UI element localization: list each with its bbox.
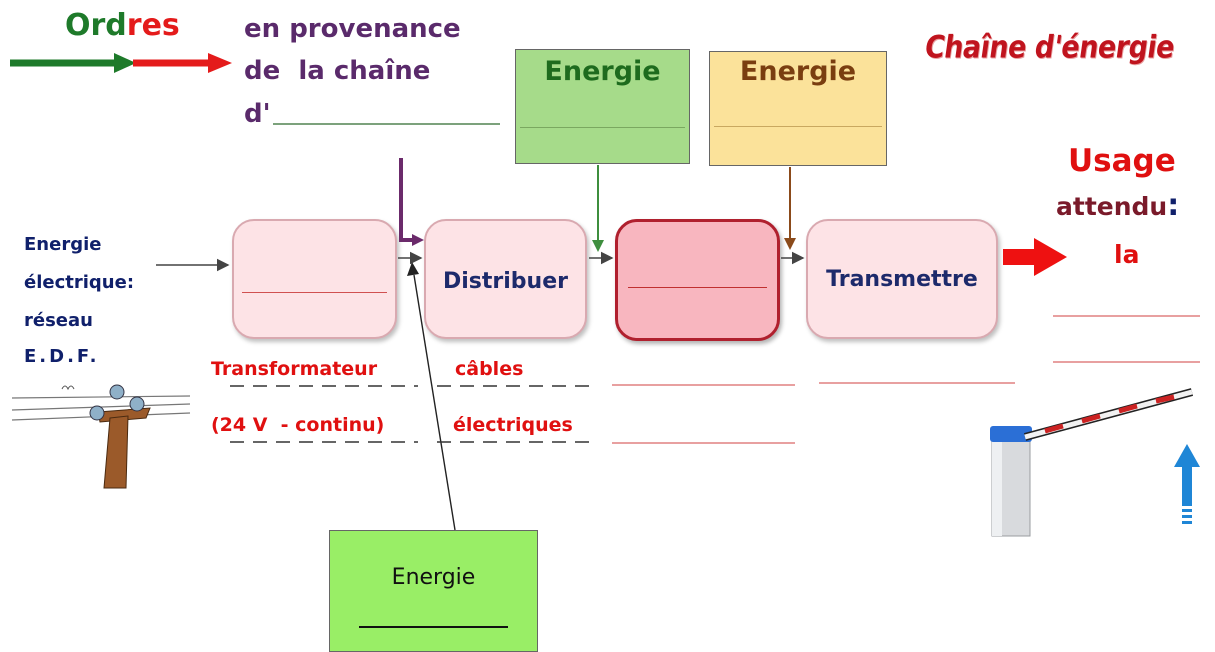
stage-distribuer: Distribuer — [424, 219, 587, 339]
stage-3-blank — [628, 287, 767, 288]
provenance-line1: en provenance — [244, 14, 461, 44]
electric-pole-icon — [11, 384, 191, 489]
input-energy-line4: E.D.F. — [24, 346, 100, 367]
energy-box-bottom-green-title: Energie — [391, 565, 476, 590]
energy-box-top-yellow-title: Energie — [739, 56, 857, 87]
stage-alimenter — [232, 219, 397, 339]
stage-1-blank — [242, 292, 387, 293]
usage-la: la — [1114, 240, 1140, 269]
legend-word-green: Ord — [65, 8, 127, 43]
energy-box-top-green: Energie — [515, 49, 690, 164]
input-energy-line1: Energie — [24, 234, 102, 255]
annotation-electriques: électriques — [453, 414, 573, 436]
stage-convertir — [615, 219, 780, 341]
energy-box-top-yellow: Energie — [709, 51, 887, 166]
barrier-gate-icon — [990, 388, 1194, 537]
usage-colon: : — [1167, 188, 1180, 223]
annotation-transformateur: Transformateur — [211, 358, 378, 380]
energy-box-bottom-green-blank — [359, 626, 508, 628]
energy-box-top-green-blank — [520, 127, 685, 128]
provenance-line2: de la chaîne — [244, 56, 431, 86]
provenance-line3: d' — [244, 99, 271, 129]
ordres-arrow — [399, 158, 424, 246]
legend-ordres: Ordres — [65, 8, 180, 43]
annotation-voltage: (24 V - continu) — [211, 414, 385, 436]
answer-lines — [612, 315, 1200, 444]
brown-energy-arrow — [784, 167, 796, 250]
annotation-cables: câbles — [455, 358, 524, 380]
input-energy-line2: électrique: — [24, 272, 135, 293]
dashed-underlines — [230, 385, 593, 443]
usage-attendu-text: attendu — [1056, 192, 1168, 221]
stage-transmettre: Transmettre — [806, 219, 998, 339]
stage-2-label: Distribuer — [443, 269, 568, 294]
energy-box-top-yellow-blank — [714, 126, 882, 127]
green-energy-arrow — [592, 165, 604, 252]
legend-arrows — [10, 53, 232, 73]
usage-title: Usage — [1068, 143, 1176, 179]
input-energy-line3: réseau — [24, 310, 93, 331]
output-arrow — [1003, 238, 1067, 276]
usage-attendu: attendu: — [1056, 188, 1179, 223]
stage-4-label: Transmettre — [826, 267, 978, 292]
bottom-energy-arrow — [407, 262, 456, 531]
legend-word-red: res — [126, 8, 180, 43]
up-arrow-icon — [1174, 444, 1200, 524]
energy-box-top-green-title: Energie — [544, 56, 661, 87]
